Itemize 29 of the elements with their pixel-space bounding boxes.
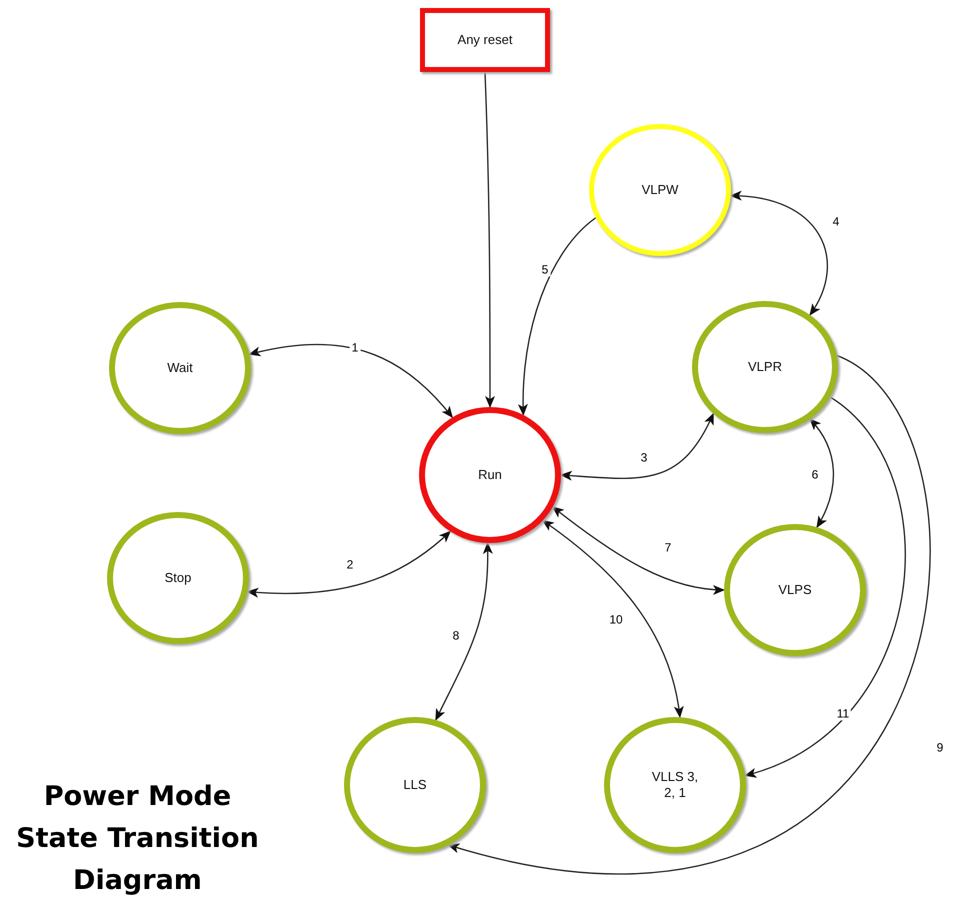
transition-arrow [246,530,452,598]
state-name: LLS [403,776,427,794]
state-name: Run [478,466,502,484]
edge-label: 6 [810,468,820,482]
edge-label: 8 [450,629,462,643]
state-name: Wait [167,360,193,376]
edge-label: 3 [638,451,650,465]
transition-arrow [560,412,714,481]
edge-label: 9 [934,741,946,755]
transition-arrow [809,418,834,528]
edge-label: 11 [834,707,852,721]
transition-arrow [542,520,684,718]
state-name: VLPR [748,358,782,376]
state-name: Any reset [458,32,512,48]
transition-arrow [552,506,725,594]
transition-arrow [248,344,454,418]
transition-arrow [518,217,596,416]
state-name: VLPS [778,582,812,598]
diagram-title: Power Mode State Transition Diagram [15,780,260,898]
transition-arrow [484,72,495,408]
transition-arrow [744,396,906,776]
state-box [420,8,550,72]
edge-label: 5 [540,263,550,277]
state-name: Stop [164,570,192,586]
state-name: VLPW [642,182,678,198]
state-name: VLLS 3, 2, 1 [650,768,700,802]
transition-arrow [435,542,493,721]
transition-arrow [730,191,828,316]
edge-label: 10 [607,613,625,627]
